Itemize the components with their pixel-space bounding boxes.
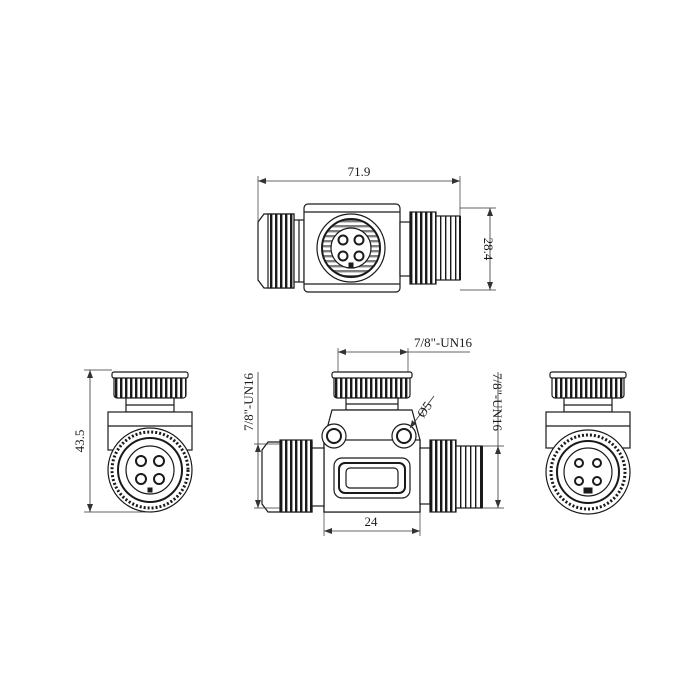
- body-width-label: 24: [365, 514, 379, 529]
- thread-left-label: 7/8"-UN16: [241, 372, 256, 431]
- front-view-top-nut: [331, 371, 413, 411]
- dimension-overall-height: 43.5: [72, 369, 150, 513]
- overall-length-label: 71.9: [348, 164, 371, 179]
- height-top-label: 28.4: [481, 238, 496, 261]
- dimension-thread-left: 7/8"-UN16: [241, 372, 280, 509]
- thread-top-label: 7/8"-UN16: [414, 335, 473, 350]
- front-view-right-thread: [419, 439, 483, 513]
- front-view: [261, 371, 483, 513]
- dimension-body-width: 24: [323, 512, 421, 536]
- thread-right-label: 7/8"-UN16: [490, 373, 505, 432]
- front-view-left-nut: [261, 439, 325, 513]
- dimension-thread-right: 7/8"-UN16: [482, 372, 505, 509]
- dimension-hole-diameter: Ø5: [409, 395, 435, 429]
- right-side-view: [545, 371, 631, 515]
- top-view-right-thread: [399, 211, 461, 285]
- dimension-height-top: 28.4: [460, 207, 496, 291]
- top-view: [257, 203, 461, 293]
- front-view-body: [321, 409, 421, 513]
- dimension-overall-length: 71.9: [257, 164, 461, 222]
- dimension-thread-top: 7/8"-UN16: [337, 335, 473, 372]
- left-side-view: [107, 371, 193, 513]
- top-view-body: [303, 203, 401, 293]
- hole-diameter-label: Ø5: [414, 399, 435, 421]
- top-view-left-nut: [257, 213, 305, 289]
- overall-height-label: 43.5: [72, 430, 87, 453]
